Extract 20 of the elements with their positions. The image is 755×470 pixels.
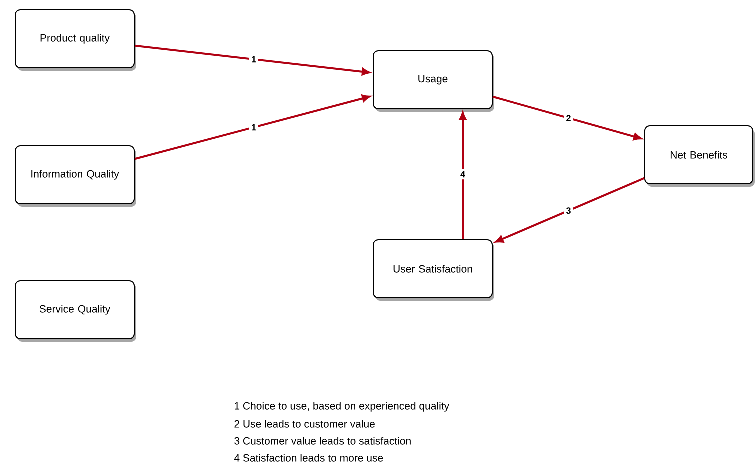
process-box: Service Quality <box>15 280 136 342</box>
note-text: 2 Use leads to customer value <box>234 420 375 428</box>
process-box: Product quality <box>15 10 136 71</box>
process-box: Net Benefits <box>644 126 755 187</box>
arrow <box>459 112 467 240</box>
arrow <box>496 177 645 243</box>
note-text: 4 Satisfaction leads to more use <box>234 454 384 462</box>
edge-label: 3 <box>564 206 574 216</box>
arrow <box>492 96 642 140</box>
note-text: 1 Choice to use, based on experienced quality <box>235 402 450 412</box>
process-box: User Satisfaction <box>373 240 494 301</box>
note-text: 3 Customer value leads to satisfaction <box>234 437 411 445</box>
arrow <box>134 94 370 160</box>
edge-label: 1 <box>250 54 258 65</box>
process-box: Information Quality <box>15 146 136 207</box>
edge-label: 4 <box>458 169 468 180</box>
arrow <box>134 44 370 76</box>
edge-label: 1 <box>250 122 258 133</box>
edge-label: 2 <box>564 113 574 124</box>
process-box: Usage <box>373 50 494 112</box>
